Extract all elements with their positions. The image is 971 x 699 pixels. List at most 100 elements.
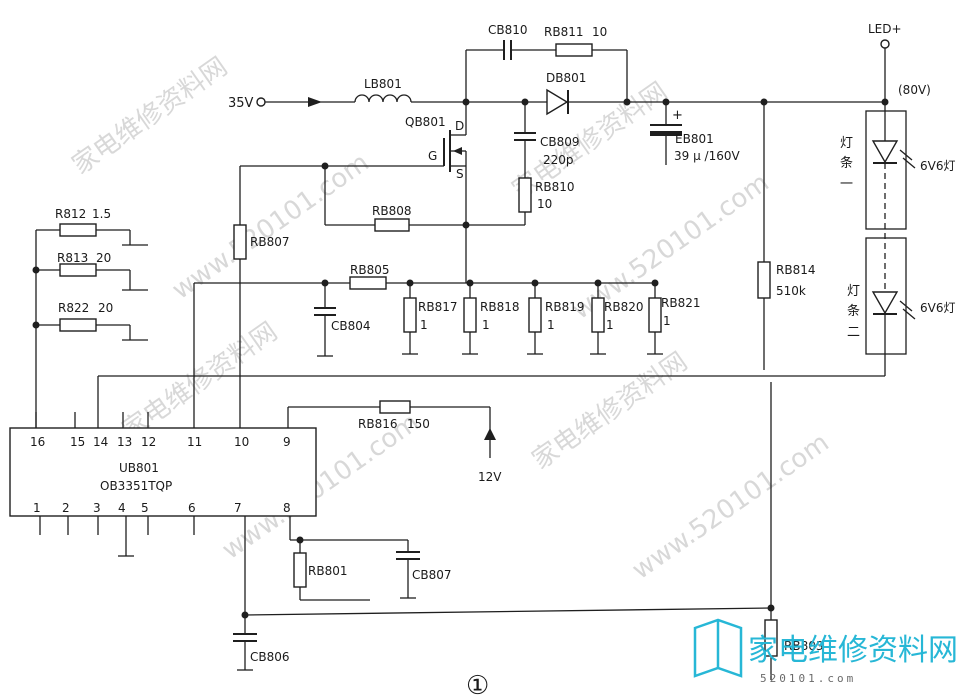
supply-arrow-icon — [484, 428, 496, 440]
timing-network: RB801 CB807 — [290, 536, 452, 601]
resistor-rb807 — [233, 224, 247, 260]
label-led-plus: LED+ — [868, 22, 902, 36]
label-rb805: RB805 — [350, 263, 389, 277]
pin-10: 10 — [234, 435, 249, 449]
pin-11: 11 — [187, 435, 202, 449]
value-cb809: 220p — [543, 153, 574, 167]
pin-7: 7 — [234, 501, 242, 515]
resistor-rb810 — [518, 177, 532, 213]
label-cb806: CB806 — [250, 650, 290, 664]
logo-subtext: 520101.com — [760, 672, 856, 685]
resistor-r813 — [59, 263, 97, 277]
resistor-rb811 — [555, 43, 593, 57]
resistor-rb808 — [374, 218, 410, 232]
watermark-text: 家电维修资料网 — [117, 317, 283, 446]
watermark-text: 家电维修资料网 — [67, 52, 233, 181]
resistor-rb819: RB819 1 — [527, 283, 584, 355]
figure-number: ① — [466, 671, 489, 699]
pin-14: 14 — [93, 435, 108, 449]
label-rb810: RB810 — [535, 180, 574, 194]
value-rb819: 1 — [547, 318, 555, 332]
label-rb817: RB817 — [418, 300, 457, 314]
vcc-supply: RB816 150 12V — [287, 400, 502, 484]
plus-sign: + — [672, 108, 683, 123]
pin-8: 8 — [283, 501, 291, 515]
led-bar-2-label-1: 灯 — [847, 284, 860, 299]
input-terminal-35v — [256, 97, 266, 107]
led-bar-1-label-2: 条 — [840, 155, 853, 171]
value-eb801: 39 μ /160V — [674, 149, 740, 163]
label-eb801: EB801 — [675, 132, 714, 146]
diode-db801 — [546, 88, 569, 116]
power-stage: 35V LB801 DB801 CB810 RB811 10 CB809 — [228, 23, 885, 226]
ic-name: UB801 — [119, 461, 159, 475]
value-rb814: 510k — [776, 284, 806, 298]
led-bar-2-label-2: 条 — [847, 303, 860, 319]
led-bar-1 — [865, 110, 907, 230]
label-rb820: RB820 — [604, 300, 643, 314]
pin-5: 5 — [141, 501, 149, 515]
label-r822: R822 — [58, 301, 89, 315]
label-db801: DB801 — [546, 71, 586, 85]
resistor-rb805 — [349, 276, 387, 290]
value-rb818: 1 — [482, 318, 490, 332]
label-rb821: RB821 — [661, 296, 700, 310]
label-12v: 12V — [478, 470, 502, 484]
label-r812: R812 — [55, 207, 86, 221]
label-rb807: RB807 — [250, 235, 289, 249]
resistor-rb816 — [379, 400, 411, 414]
value-rb821: 1 — [663, 314, 671, 328]
resistor-rb820: RB820 1 — [590, 283, 643, 355]
pin-13: 13 — [117, 435, 132, 449]
watermark-text: www.520101.com — [627, 428, 835, 586]
mosfet-qb801: QB801 D G S RB808 RB807 — [233, 102, 470, 428]
inductor-lb801 — [354, 94, 412, 103]
logo-text: 家电维修资料网 — [748, 633, 958, 668]
pin-16: 16 — [30, 435, 45, 449]
label-rb808: RB808 — [372, 204, 411, 218]
value-rb820: 1 — [606, 318, 614, 332]
resistor-rb801 — [293, 552, 307, 588]
ic-body — [9, 427, 317, 517]
led-string: LED+ (80V) 灯 条 一 6V6灯 灯 条 二 6V6灯 — [97, 22, 955, 428]
label-cb810: CB810 — [488, 23, 528, 37]
label-rb803: RB803 — [784, 639, 823, 653]
value-r822: 20 — [98, 301, 113, 315]
label-r813: R813 — [57, 251, 88, 265]
resistor-rb817: RB817 1 — [402, 283, 457, 355]
label-cb807: CB807 — [412, 568, 452, 582]
watermark-text: 家电维修资料网 — [527, 347, 693, 476]
value-r812: 1.5 — [92, 207, 111, 221]
label-cb809: CB809 — [540, 135, 580, 149]
value-rb816: 150 — [407, 417, 430, 431]
pin-1: 1 — [33, 501, 41, 515]
mosfet-arrow-icon — [453, 147, 462, 155]
led-2-icon — [871, 291, 899, 315]
led-plus-terminal — [880, 39, 890, 49]
resistor-rb821: RB821 1 — [647, 283, 700, 355]
pin-2: 2 — [62, 501, 70, 515]
led-bar-1-label-1: 灯 — [840, 136, 853, 151]
ic-part-number: OB3351TQP — [100, 479, 172, 493]
label-rb819: RB819 — [545, 300, 584, 314]
resistor-r822 — [59, 318, 97, 332]
led-1-icon — [871, 140, 899, 164]
pin-6: 6 — [188, 501, 196, 515]
label-lb801: LB801 — [364, 77, 402, 91]
label-35v: 35V — [228, 96, 254, 111]
capacitor-eb801 — [650, 131, 682, 136]
pin-12: 12 — [141, 435, 156, 449]
ic-ub801: UB801 OB3351TQP 16 15 14 13 12 11 10 9 1… — [9, 412, 317, 615]
value-r813: 20 — [96, 251, 111, 265]
watermark-text: www.520101.com — [167, 148, 375, 306]
label-cb804: CB804 — [331, 319, 371, 333]
pin7-network: CB806 — [233, 607, 772, 671]
led-bar-2 — [865, 237, 907, 355]
pin-9: 9 — [283, 435, 291, 449]
feedback-divider: RB814 510k RB803 — [757, 102, 823, 680]
resistor-rb814 — [757, 261, 771, 299]
pin-3: 3 — [93, 501, 101, 515]
label-gate: G — [428, 149, 437, 163]
sense-network: CB804 RB805 RB817 1 RB818 1 — [193, 263, 700, 428]
